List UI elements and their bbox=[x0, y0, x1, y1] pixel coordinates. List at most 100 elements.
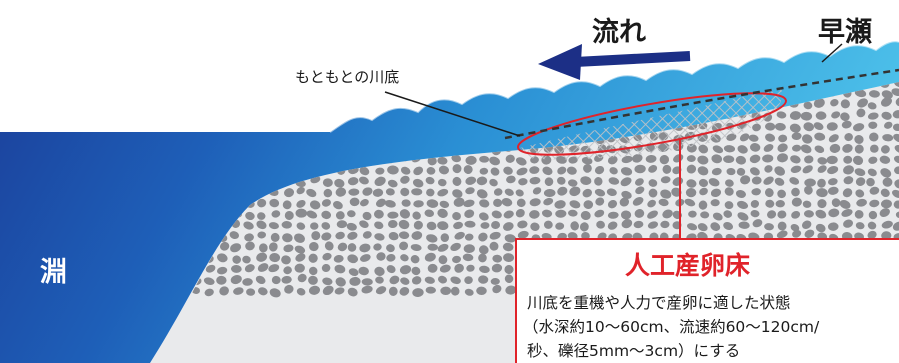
gravel-pebble bbox=[426, 188, 435, 197]
gravel-pebble bbox=[387, 98, 397, 108]
gravel-pebble bbox=[283, 266, 292, 275]
gravel-pebble bbox=[246, 288, 256, 296]
gravel-pebble bbox=[309, 200, 321, 210]
gravel-pebble bbox=[632, 196, 644, 206]
gravel-pebble bbox=[244, 264, 255, 273]
gravel-pebble bbox=[866, 177, 875, 187]
gravel-pebble bbox=[777, 153, 788, 163]
gravel-pebble bbox=[529, 198, 541, 207]
gravel-pebble bbox=[437, 82, 448, 86]
gravel-pebble bbox=[492, 284, 502, 294]
gravel-pebble bbox=[557, 176, 566, 185]
gravel-pebble bbox=[284, 210, 294, 220]
gravel-pebble bbox=[452, 255, 462, 264]
gravel-pebble bbox=[725, 179, 734, 187]
gravel-pebble bbox=[894, 82, 899, 88]
spawning-bed-area bbox=[517, 88, 787, 160]
gravel-pebble bbox=[555, 209, 567, 218]
gravel-pebble bbox=[619, 197, 630, 207]
gravel-pebble bbox=[426, 221, 437, 231]
gravel-pebble bbox=[463, 165, 473, 174]
gravel-pebble bbox=[855, 189, 865, 198]
gravel-pebble bbox=[881, 90, 893, 99]
gravel-pebble bbox=[685, 188, 697, 198]
gravel-pebble bbox=[895, 97, 899, 107]
gravel-pebble bbox=[205, 264, 216, 273]
gravel-pebble bbox=[620, 167, 633, 176]
gravel-pebble bbox=[596, 220, 605, 229]
gravel-pebble bbox=[437, 208, 448, 218]
gravel-pebble bbox=[697, 166, 709, 176]
gravel-pebble bbox=[438, 165, 449, 175]
gravel-pebble bbox=[438, 275, 447, 284]
gravel-pebble bbox=[424, 252, 436, 262]
gravel-pebble bbox=[708, 178, 720, 187]
gravel-pebble bbox=[373, 209, 384, 219]
gravel-pebble bbox=[894, 179, 899, 189]
gravel-pebble bbox=[800, 144, 812, 154]
gravel-pebble bbox=[843, 219, 854, 228]
gravel-pebble bbox=[295, 208, 308, 218]
gravel-pebble bbox=[569, 186, 581, 197]
gravel-pebble bbox=[792, 229, 802, 238]
gravel-pebble bbox=[363, 88, 373, 98]
gravel-pebble bbox=[452, 164, 462, 174]
gravel-pebble bbox=[411, 266, 421, 276]
gravel-pebble bbox=[762, 154, 774, 163]
gravel-pebble bbox=[479, 212, 489, 221]
gravel-pebble bbox=[307, 99, 318, 108]
gravel-pebble bbox=[567, 179, 578, 187]
gravel-pebble bbox=[801, 134, 813, 144]
gravel-pebble bbox=[750, 210, 760, 218]
gravel-pebble bbox=[842, 188, 853, 198]
gravel-pebble bbox=[501, 197, 513, 207]
gravel-pebble bbox=[376, 99, 385, 109]
gravel-pebble bbox=[594, 188, 606, 197]
gravel-pebble bbox=[321, 222, 331, 230]
gravel-pebble bbox=[817, 178, 826, 188]
gravel-pebble bbox=[191, 68, 200, 76]
gravel-pebble bbox=[856, 108, 866, 118]
gravel-pebble bbox=[153, 68, 162, 76]
gravel-pebble bbox=[894, 144, 899, 154]
gravel-pebble bbox=[532, 187, 542, 195]
gravel-pebble bbox=[857, 98, 868, 108]
gravel-pebble bbox=[827, 222, 839, 231]
gravel-pebble bbox=[803, 210, 814, 218]
gravel-pebble bbox=[477, 64, 489, 75]
gravel-pebble bbox=[789, 123, 801, 133]
gravel-pebble bbox=[323, 188, 333, 198]
gravel-pebble bbox=[347, 231, 358, 240]
gravel-pebble bbox=[336, 88, 348, 98]
gravel-pebble bbox=[505, 285, 517, 295]
gravel-pebble bbox=[854, 89, 867, 98]
gravel-pebble bbox=[384, 199, 396, 208]
gravel-pebble bbox=[515, 189, 524, 197]
gravel-pebble bbox=[490, 167, 500, 176]
gravel-pebble bbox=[594, 177, 603, 186]
gravel-pebble bbox=[792, 144, 802, 152]
gravel-pebble bbox=[452, 89, 462, 98]
gravel-pebble bbox=[880, 188, 890, 197]
gravel-pebble bbox=[346, 222, 357, 231]
gravel-pebble bbox=[748, 134, 759, 142]
gravel-pebble bbox=[322, 178, 333, 187]
gravel-pebble bbox=[296, 222, 306, 230]
gravel-pebble bbox=[309, 241, 319, 252]
gravel-pebble bbox=[671, 187, 682, 197]
gravel-pebble bbox=[388, 231, 399, 241]
gravel-pebble bbox=[884, 121, 893, 129]
gravel-pebble bbox=[489, 241, 499, 251]
gravel-pebble bbox=[503, 166, 513, 175]
gravel-pebble bbox=[879, 208, 890, 218]
gravel-pebble bbox=[767, 210, 777, 219]
gravel-pebble bbox=[791, 210, 801, 219]
gravel-pebble bbox=[765, 133, 776, 142]
gravel-pebble bbox=[422, 66, 435, 78]
gravel-pebble bbox=[282, 111, 293, 120]
gravel-pebble bbox=[373, 89, 383, 99]
gravel-pebble bbox=[322, 101, 333, 110]
gravel-pebble bbox=[658, 198, 669, 207]
gravel-pebble bbox=[439, 200, 450, 208]
gravel-pebble bbox=[311, 231, 321, 241]
